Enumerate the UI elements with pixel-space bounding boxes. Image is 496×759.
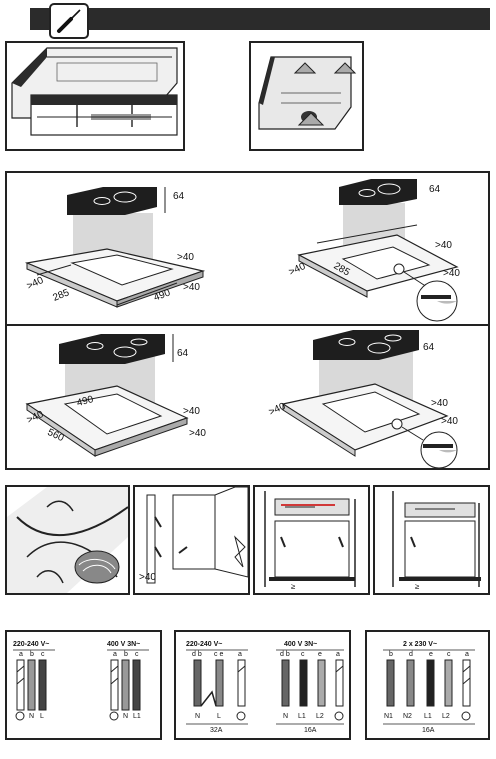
terminal-label: a [465, 651, 469, 658]
terminal-label: c [135, 651, 139, 658]
cutout-diagram-bottom-left [25, 334, 189, 457]
conductor-label: L [217, 713, 221, 720]
screwdriver-icon [49, 3, 89, 39]
hob-height-label: 64 [429, 184, 441, 195]
fuse-rating-label: 32A [210, 727, 223, 734]
terminal-label: e [429, 651, 433, 658]
cutout-diagram-top-left [24, 187, 206, 308]
drawer-clearance-frame: ≥ [373, 485, 490, 595]
min-side-label: >40 [441, 416, 458, 427]
min-clearance-label: >40 [139, 572, 156, 583]
terminal-label: d [409, 651, 413, 658]
voltage-label: 220-240 V~ [186, 641, 223, 648]
terminal-label: c [41, 651, 45, 658]
terminal-label: a [19, 651, 23, 658]
conductor-label: L1 [133, 713, 141, 720]
terminal-label: b [389, 651, 393, 658]
sealing-photo-frame [5, 485, 130, 595]
conductor-label: N2 [403, 713, 412, 720]
voltage-label: 400 V 3N~ [284, 641, 318, 648]
cutout-diagram-top-right [297, 179, 459, 322]
hob-height-label: 64 [173, 191, 185, 202]
wiring-panel-single-phase: 220-240 V~ 400 V 3N~ a b c a b c N L N L… [5, 630, 162, 740]
min-side-label: >40 [435, 240, 452, 251]
min-side-label: >40 [189, 428, 206, 439]
voltage-label: 400 V 3N~ [107, 641, 141, 648]
terminal-label: d b [280, 651, 290, 658]
conductor-label: N [29, 713, 35, 720]
conductor-label: N [123, 713, 129, 720]
wiring-panel-three-phase: 220-240 V~ 400 V 3N~ d b c e a d b c e a… [174, 630, 351, 740]
hob-height-label: 64 [423, 342, 435, 353]
conductor-label: N1 [384, 713, 393, 720]
conductor-label: L2 [442, 713, 450, 720]
min-side-label: >40 [443, 268, 460, 279]
frame-divider [7, 324, 488, 326]
voltage-label: 2 x 230 V~ [403, 641, 438, 648]
conductor-label: L2 [316, 713, 324, 720]
hob-height-label: 64 [177, 348, 189, 359]
terminal-label: c e [214, 651, 224, 658]
cutout-diagram-bottom-right [281, 330, 458, 468]
fuse-rating-label: 16A [304, 727, 317, 734]
voltage-label: 220-240 V~ [13, 641, 50, 648]
min-side-label: >40 [431, 398, 448, 409]
conductor-label: L1 [424, 713, 432, 720]
wiring-panel-dual-phase: 2 x 230 V~ b d e c a N1 N2 L1 L2 16A [365, 630, 490, 740]
min-front-label: >40 [183, 282, 200, 293]
detail-lift-frame [249, 41, 364, 151]
terminal-label: c [301, 651, 305, 658]
min-side-label: >40 [183, 406, 200, 417]
terminal-label: a [336, 651, 340, 658]
oven-clearance-frame: ≥ [253, 485, 370, 595]
clearance-arrow-label: ≥ [415, 582, 420, 591]
terminal-label: a [238, 651, 242, 658]
terminal-label: b [124, 651, 128, 658]
detail-bracket-frame [5, 41, 185, 151]
conductor-label: N [195, 713, 201, 720]
terminal-label: a [113, 651, 117, 658]
clearance-arrow-label: ≥ [291, 582, 296, 591]
conductor-label: N [283, 713, 289, 720]
min-side-label: >40 [177, 252, 194, 263]
installation-cutout-frame: 64 >40 >40 >40 285 490 64 >40 >40 >40 28… [5, 171, 490, 470]
conductor-label: L1 [298, 713, 306, 720]
terminal-label: e [318, 651, 322, 658]
terminal-label: c [447, 651, 451, 658]
fuse-rating-label: 16A [422, 727, 435, 734]
terminal-label: d b [192, 651, 202, 658]
cabinet-clearance-frame: >40 [133, 485, 250, 595]
terminal-label: b [30, 651, 34, 658]
header-bar [30, 8, 490, 30]
conductor-label: L [40, 713, 44, 720]
